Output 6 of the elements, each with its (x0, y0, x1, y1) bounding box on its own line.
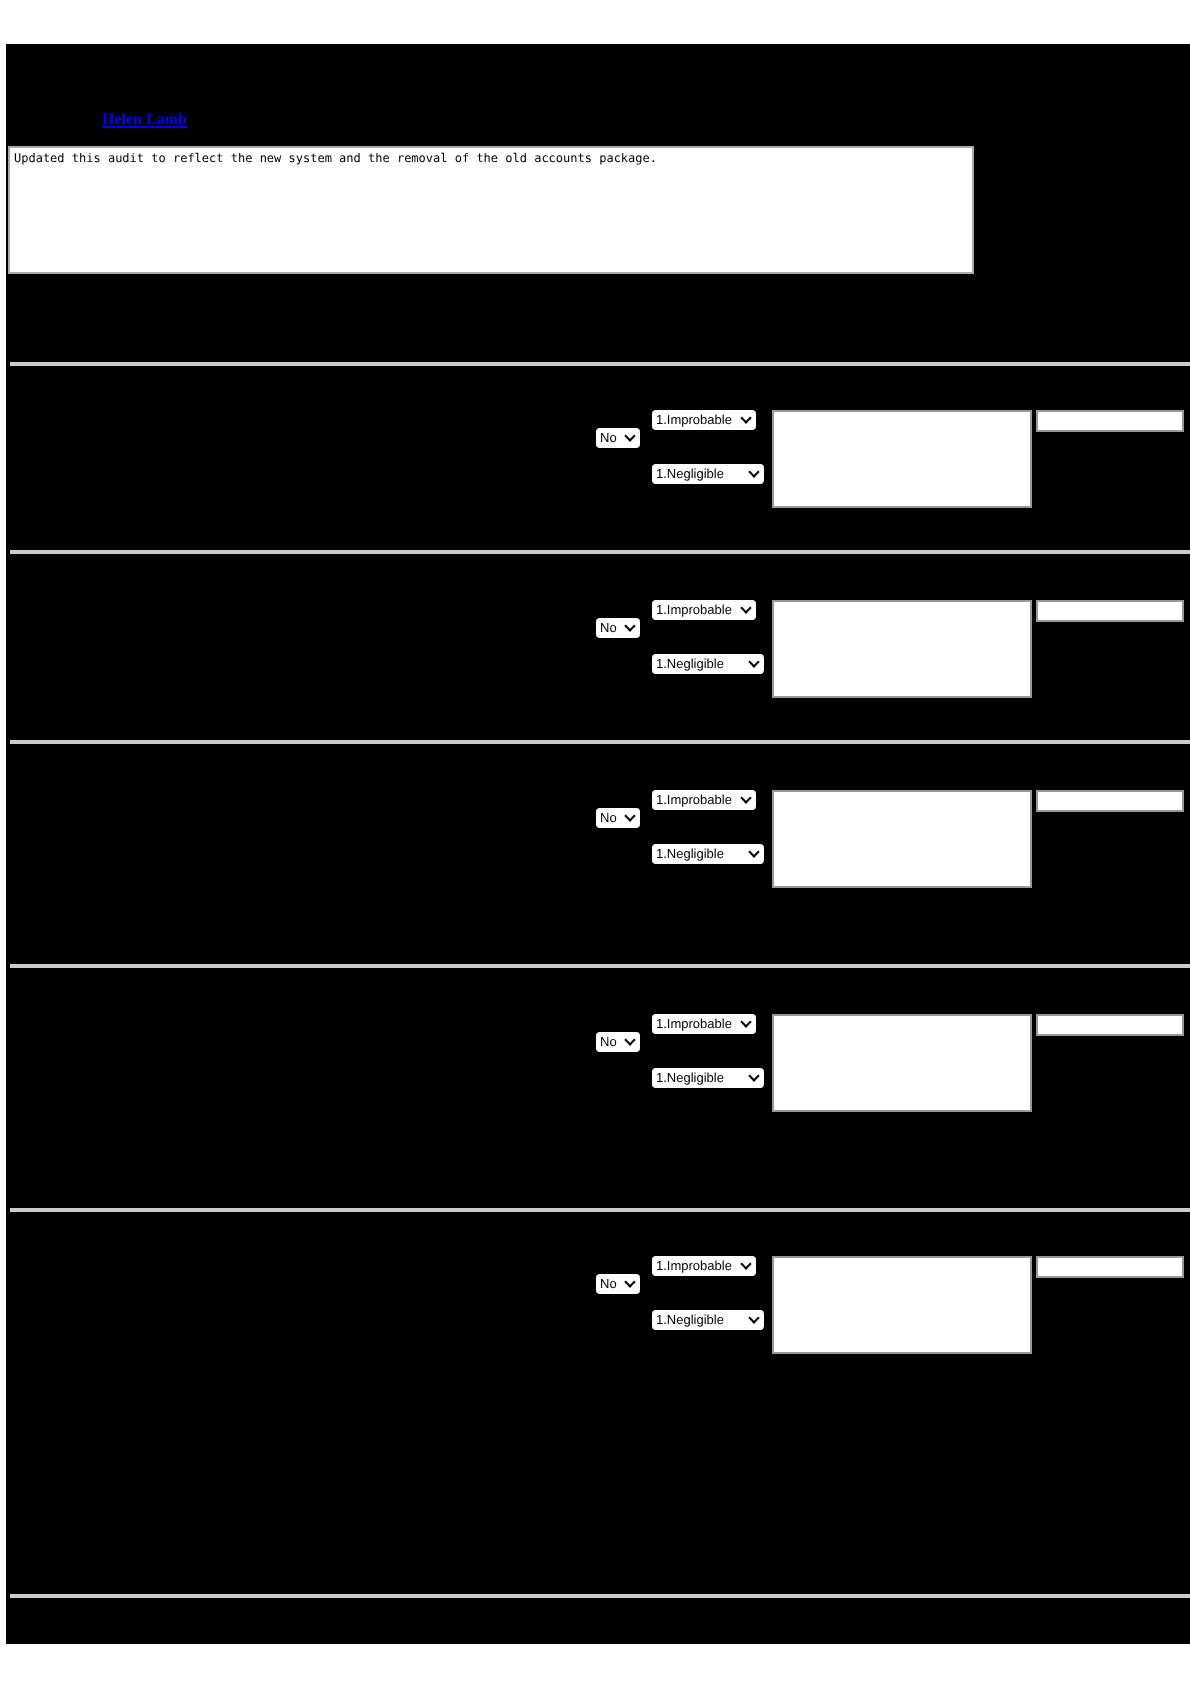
comment-text-area (772, 410, 1032, 508)
comment-text-area (772, 1014, 1032, 1112)
comment-text-area (772, 790, 1032, 888)
name-link: Helen Lamb (102, 110, 187, 128)
comment-text-area (772, 1256, 1032, 1354)
comment-text-area (772, 600, 1032, 698)
